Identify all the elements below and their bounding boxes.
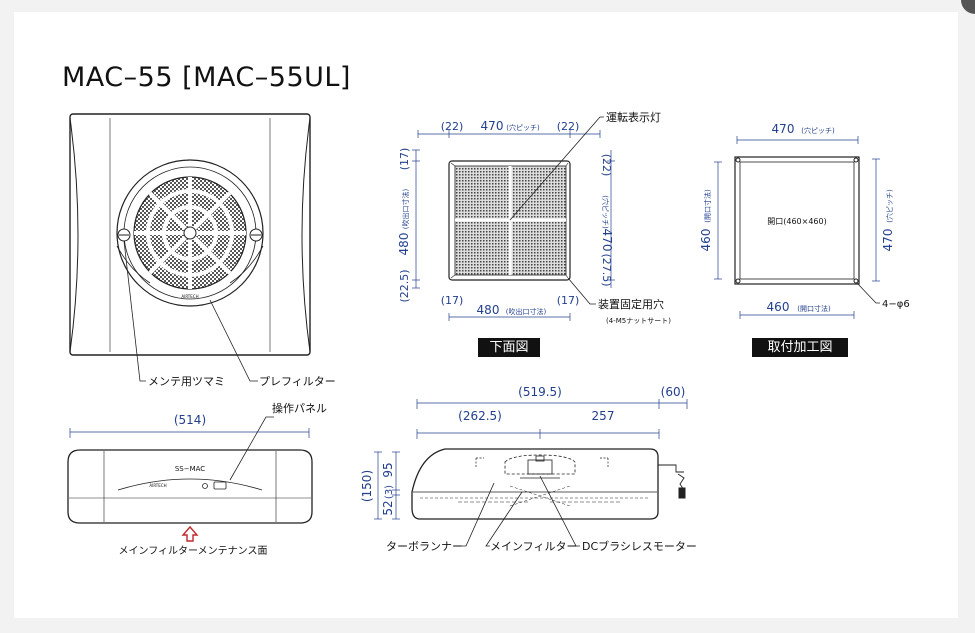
mount-dim-bottom-note: (開口寸法) (797, 304, 831, 313)
side-dim-width: (514) (174, 413, 206, 427)
dc-motor-label: DCブラシレスモーター (582, 539, 697, 553)
maintenance-arrow-icon (181, 525, 199, 542)
front-view (69, 113, 311, 356)
bottom-view-caption: 下面図 (478, 338, 540, 357)
front-brand: AIRTECH (181, 294, 198, 299)
section-leaders (462, 475, 580, 547)
bottom-dim-left-top: (17) (398, 148, 411, 171)
bottom-dim-top-mid-note: (穴ピッチ) (506, 123, 540, 132)
bottom-dim-right-bot: (27.5) (600, 253, 613, 286)
section-dim-lines (374, 399, 688, 520)
mount-dim-top-note: (穴ピッチ) (801, 126, 835, 135)
bottom-dim-bot-mid: 480 (477, 303, 500, 317)
section-dim-total: (519.5) (518, 385, 562, 399)
main-filter-label: メインフィルター (490, 540, 577, 553)
section-dim-extra: (60) (661, 385, 686, 399)
front-leaders (123, 240, 258, 382)
mount-leader (856, 282, 880, 304)
fix-hole-note: (4-M5ナットサート) (606, 317, 671, 325)
side-brand: AIRTECH (149, 483, 166, 488)
mount-dim-left-note: (開口寸法) (703, 189, 712, 223)
mount-dim-left: 460 (699, 229, 713, 252)
maintenance-knob-label: メンテ用ツマミ (148, 375, 225, 388)
page-title: MAC–55 [MAC–55UL] (62, 62, 351, 93)
panel-lamp-icon (202, 483, 208, 489)
bottom-leaders (509, 116, 604, 305)
panel-button-icon (213, 481, 227, 490)
turbo-runner-label: ターボランナー (386, 540, 463, 553)
bottom-dim-left-mid: 480 (397, 233, 411, 256)
bottom-view (448, 160, 571, 281)
bottom-dim-top-mid: 470 (481, 119, 504, 133)
section-dim-h-top: 95 (381, 462, 395, 477)
section-dim-h-mid: (3) (384, 485, 395, 499)
bottom-dim-bot-left: (17) (441, 294, 464, 307)
mount-dim-top: 470 (772, 122, 795, 136)
mount-view (734, 156, 860, 285)
control-panel-label: 操作パネル (272, 401, 327, 415)
side-dim-lines (69, 428, 310, 438)
bottom-dim-top-left: (22) (441, 120, 464, 133)
bottom-dim-left-bot: (22.5) (398, 269, 411, 302)
fix-hole-label: 装置固定用穴 (598, 297, 664, 311)
bottom-dim-right-mid: 470 (600, 229, 614, 252)
mount-dim-bottom: 460 (767, 300, 790, 314)
bottom-dim-bot-mid-note: (吹出口寸法) (506, 307, 547, 316)
section-dim-right: 257 (592, 409, 615, 423)
bottom-dim-lines (412, 130, 615, 321)
side-view (67, 449, 313, 524)
bottom-dim-left-mid-note: (吹出口寸法) (401, 189, 410, 230)
side-model-label: SS−MAC (175, 465, 205, 473)
section-dim-height: (150) (360, 470, 374, 502)
bottom-dim-top-right: (22) (557, 120, 580, 133)
mount-dim-lines (714, 136, 880, 319)
mount-holes-label: 4−φ6 (882, 299, 910, 310)
section-dim-h-bot: 52 (381, 500, 395, 515)
mount-opening-label: 開口(460×460) (767, 217, 826, 226)
status-lamp-label: 運転表示灯 (606, 110, 661, 124)
bottom-dim-bot-right: (17) (557, 294, 580, 307)
mount-view-caption: 取付加工図 (752, 338, 848, 357)
bottom-dim-right-top: (22) (600, 154, 613, 177)
section-view (411, 448, 686, 520)
bottom-dim-right-mid-note: (穴ピッチ) (601, 195, 610, 229)
maintenance-face-label: メインフィルターメンテナンス面 (119, 545, 268, 557)
section-dim-left: (262.5) (458, 409, 502, 423)
mount-dim-right-note: (穴ピッチ) (885, 189, 894, 223)
mount-dim-right: 470 (881, 229, 895, 252)
prefilter-label: プレフィルター (259, 375, 336, 388)
panel-leader (229, 416, 274, 481)
